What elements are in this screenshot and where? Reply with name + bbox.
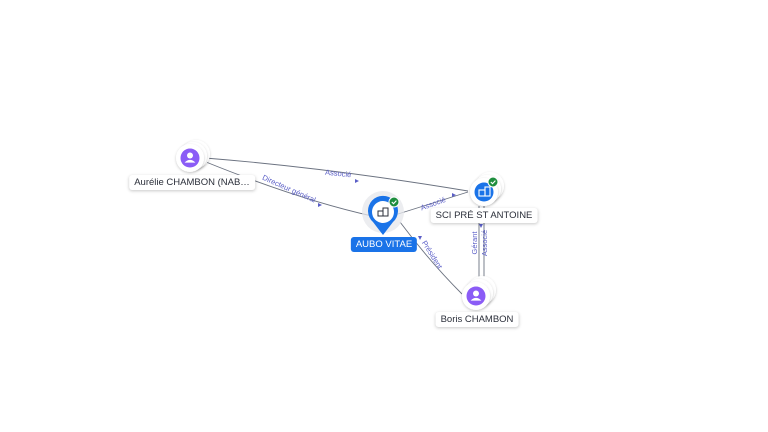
node-aurelie-chambon[interactable]: [176, 140, 210, 172]
person-icon: [466, 286, 486, 306]
edge-label-president: Président: [420, 239, 445, 271]
arrow-marker: [452, 193, 456, 197]
node-label-aubo-vitae[interactable]: AUBO VITAE: [350, 237, 418, 252]
arrow-marker: [418, 236, 422, 240]
node-label-boris[interactable]: Boris CHAMBON: [435, 312, 519, 327]
node-boris-chambon[interactable]: [462, 276, 496, 310]
node-label-sci[interactable]: SCI PRÉ ST ANTOINE: [430, 208, 538, 223]
building-icon: [377, 207, 389, 217]
node-aubo-vitae[interactable]: [362, 191, 404, 235]
verified-icon: [388, 196, 400, 208]
edge-label-associe-boris: Associé: [480, 230, 489, 256]
arrow-marker: [479, 224, 483, 228]
node-label-aurelie[interactable]: Aurélie CHAMBON (NAB…: [129, 175, 255, 190]
building-icon: [474, 182, 494, 202]
edge-aubo-boris[interactable]: [399, 221, 463, 295]
edge-label-directeur-general: Directeur général: [261, 173, 318, 205]
verified-icon: [487, 176, 499, 188]
arrow-marker: [355, 179, 359, 183]
edge-aurelie-aubo[interactable]: [205, 161, 373, 217]
arrow-marker: [318, 203, 322, 207]
edge-label-associe: Associé: [325, 168, 352, 180]
person-icon: [180, 148, 200, 168]
edge-label-gerant: Gérant: [470, 231, 479, 255]
node-sci-pre-st-antoine[interactable]: [470, 172, 504, 206]
edge-aurelie-sci[interactable]: [204, 157, 469, 192]
